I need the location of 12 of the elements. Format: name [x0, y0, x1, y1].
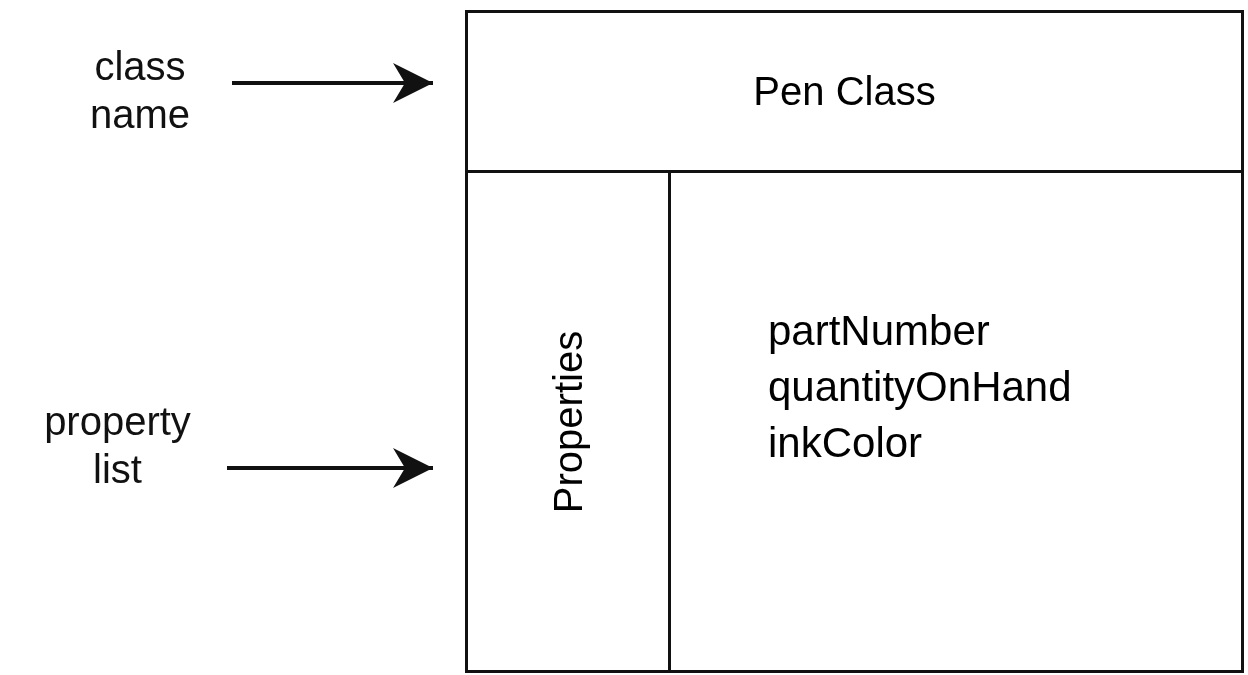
arrow — [232, 63, 433, 103]
callout-label: class name — [60, 35, 220, 145]
property-name: quantityOnHand — [768, 362, 1072, 412]
class-name-compartment — [465, 10, 1244, 173]
compartment-title: Properties — [545, 330, 591, 513]
class-name: Pen Class — [753, 69, 936, 114]
properties-compartment — [465, 170, 671, 673]
property-list-compartment — [668, 170, 1244, 673]
property-name: inkColor — [768, 418, 923, 468]
callout-label: property list — [20, 360, 215, 530]
property-name: partNumber — [768, 306, 990, 356]
arrow — [227, 448, 433, 488]
